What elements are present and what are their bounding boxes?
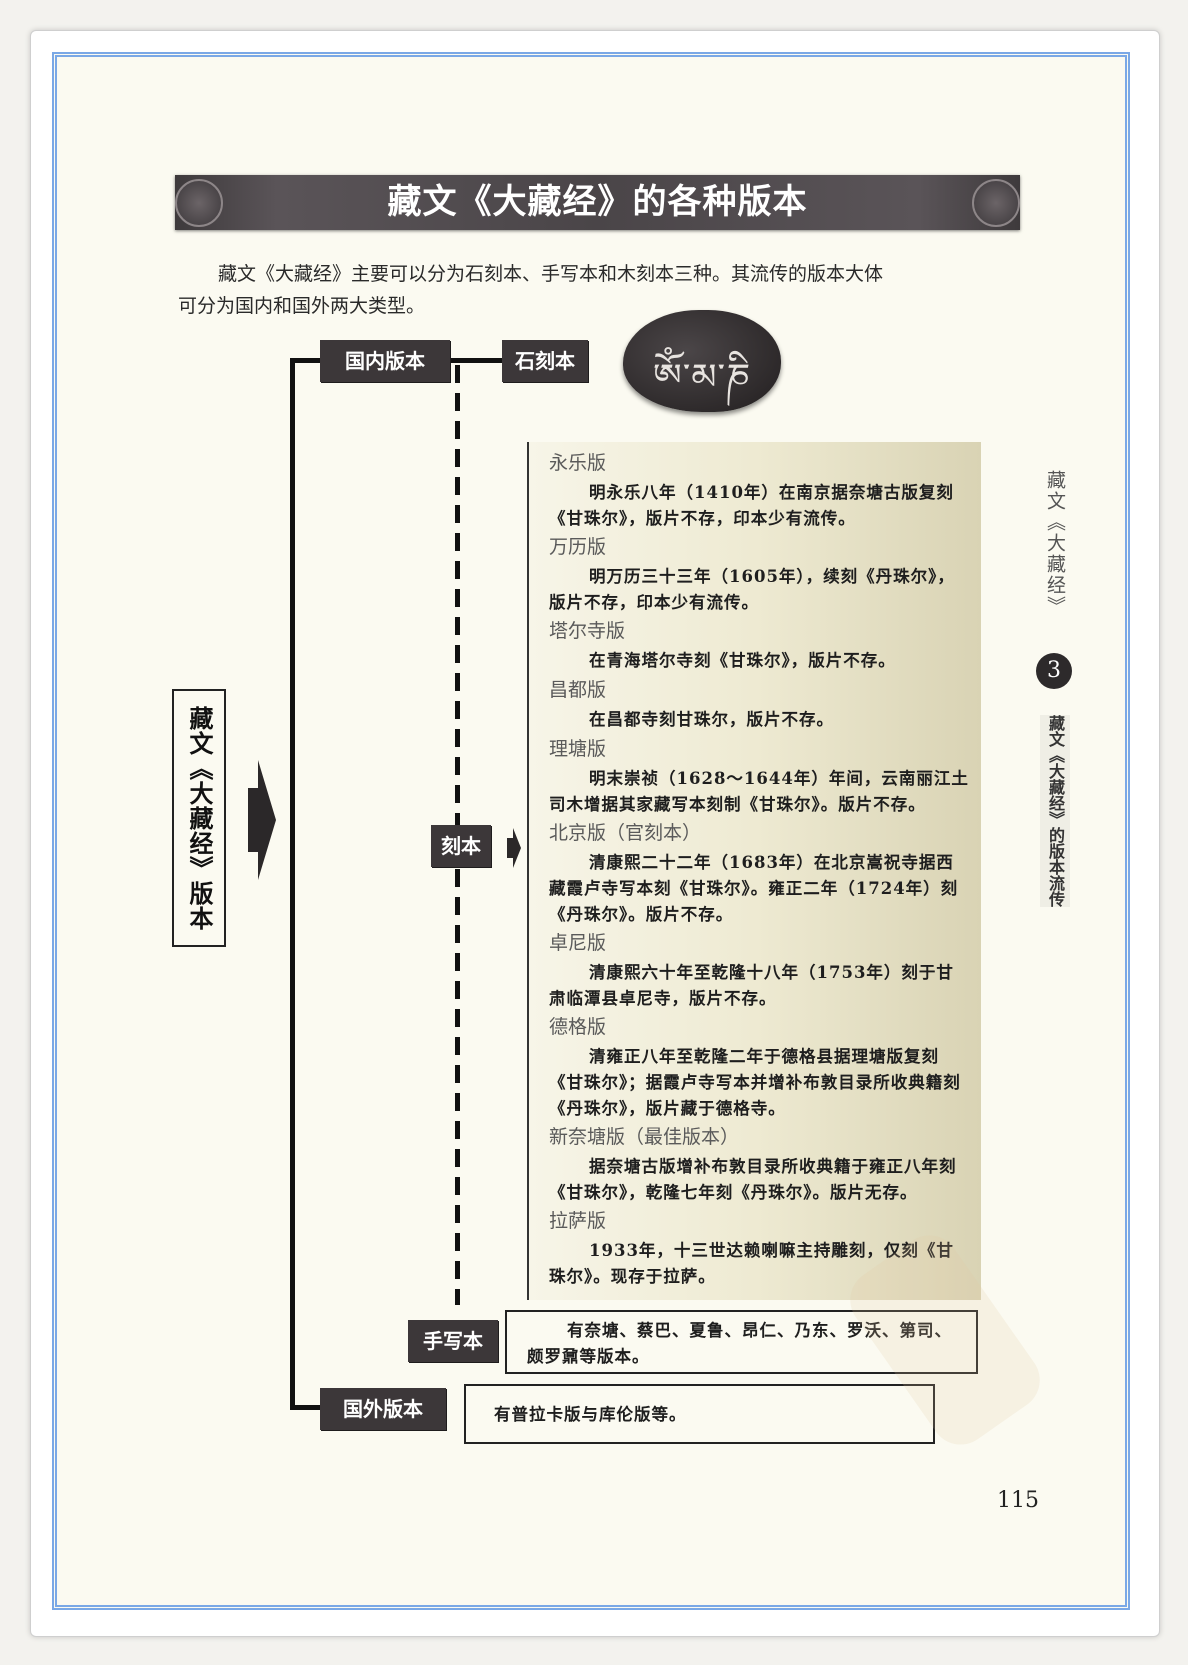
edition-item: 北京版（官刻本） 清康熙二十二年（1683年）在北京嵩祝寺据西藏霞卢寺写本刻《甘… bbox=[549, 820, 969, 928]
edition-desc: 在青海塔尔寺刻《甘珠尔》，版片不存。 bbox=[589, 651, 896, 670]
edition-desc: 明万历三十三年（1605年），续刻《丹珠尔》，版片不存，印本少有流传。 bbox=[549, 567, 955, 612]
intro-line-2: 可分为国内和国外两大类型。 bbox=[178, 295, 426, 317]
label-stone-edition: 石刻本 bbox=[502, 340, 588, 382]
root-label-box: 藏文《大藏经》版本 bbox=[172, 689, 226, 947]
intro-paragraph: 藏文《大藏经》主要可以分为石刻本、手写本和木刻本三种。其流传的版本大体 可分为国… bbox=[178, 258, 1008, 322]
woodblock-editions-panel: 永乐版 明永乐八年（1410年）在南京据奈塘古版复刻《甘珠尔》，版片不存，印本少… bbox=[527, 442, 981, 1300]
edition-item: 卓尼版 清康熙六十年至乾隆十八年（1753年）刻于甘肃临潭县卓尼寺，版片不存。 bbox=[549, 930, 969, 1012]
page-number: 115 bbox=[997, 1488, 1039, 1513]
edition-item: 拉萨版 1933年，十三世达赖喇嘛主持雕刻，仅刻《甘珠尔》。现存于拉萨。 bbox=[549, 1208, 969, 1290]
label-domestic-edition: 国内版本 bbox=[320, 340, 450, 382]
edition-name: 万历版 bbox=[549, 536, 607, 558]
label-manuscript-edition: 手写本 bbox=[408, 1320, 498, 1362]
edition-item: 德格版 清雍正八年至乾隆二年于德格县据理塘版复刻《甘珠尔》；据霞卢寺写本并增补布… bbox=[549, 1014, 969, 1122]
edition-desc: 清康熙六十年至乾隆十八年（1753年）刻于甘肃临潭县卓尼寺，版片不存。 bbox=[549, 963, 954, 1008]
edition-name: 昌都版 bbox=[549, 679, 607, 701]
edition-desc: 据奈塘古版增补布敦目录所收典籍于雍正八年刻《甘珠尔》，乾隆七年刻《丹珠尔》。版片… bbox=[549, 1157, 957, 1202]
edition-item: 塔尔寺版 在青海塔尔寺刻《甘珠尔》，版片不存。 bbox=[549, 618, 969, 674]
banner-ornament-left-icon bbox=[175, 179, 223, 227]
root-arrow-icon bbox=[248, 760, 276, 880]
edition-name: 塔尔寺版 bbox=[549, 620, 626, 642]
woodblock-arrow-icon bbox=[507, 828, 521, 868]
page-title: 藏文《大藏经》的各种版本 bbox=[387, 182, 808, 222]
edition-name: 北京版（官刻本） bbox=[549, 822, 702, 844]
edition-desc: 清雍正八年至乾隆二年于德格县据理塘版复刻《甘珠尔》；据霞卢寺写本并增补布敦目录所… bbox=[549, 1047, 961, 1118]
manuscript-note-box: 有奈塘、蔡巴、夏鲁、昂仁、乃东、罗沃、第司、颇罗鼐等版本。 bbox=[505, 1310, 978, 1374]
edition-desc: 明末崇祯（1628～1644年）年间，云南丽江土司木增据其家藏写本刻制《甘珠尔》… bbox=[549, 769, 969, 814]
branch-line-stone bbox=[450, 358, 502, 363]
edition-name: 德格版 bbox=[549, 1016, 607, 1038]
side-chapter-title: 藏文《大藏经》的版本流传 bbox=[1040, 715, 1070, 907]
label-foreign-edition: 国外版本 bbox=[320, 1388, 446, 1430]
side-book-title: 藏文《大藏经》 bbox=[1044, 470, 1066, 617]
intro-line-1: 藏文《大藏经》主要可以分为石刻本、手写本和木刻本三种。其流传的版本大体 bbox=[218, 263, 884, 285]
edition-item: 永乐版 明永乐八年（1410年）在南京据奈塘古版复刻《甘珠尔》，版片不存，印本少… bbox=[549, 450, 969, 532]
label-woodblock-edition: 刻本 bbox=[431, 825, 491, 867]
edition-item: 新奈塘版（最佳版本） 据奈塘古版增补布敦目录所收典籍于雍正八年刻《甘珠尔》，乾隆… bbox=[549, 1124, 969, 1206]
title-banner: 藏文《大藏经》的各种版本 bbox=[175, 175, 1020, 230]
foreign-note: 有普拉卡版与库伦版等。 bbox=[494, 1405, 687, 1424]
edition-item: 理塘版 明末崇祯（1628～1644年）年间，云南丽江土司木增据其家藏写本刻制《… bbox=[549, 736, 969, 818]
edition-desc: 明永乐八年（1410年）在南京据奈塘古版复刻《甘珠尔》，版片不存，印本少有流传。 bbox=[549, 483, 954, 528]
edition-name: 拉萨版 bbox=[549, 1210, 607, 1232]
tree-trunk-line bbox=[290, 360, 295, 1410]
edition-desc: 在昌都寺刻甘珠尔，版片不存。 bbox=[589, 710, 834, 729]
edition-item: 万历版 明万历三十三年（1605年），续刻《丹珠尔》，版片不存，印本少有流传。 bbox=[549, 534, 969, 616]
edition-name: 永乐版 bbox=[549, 452, 607, 474]
edition-name: 理塘版 bbox=[549, 738, 607, 760]
stone-carving-image: ཨོཾ་མ་ཎི bbox=[623, 310, 781, 412]
edition-name: 卓尼版 bbox=[549, 932, 607, 954]
foreign-note-box: 有普拉卡版与库伦版等。 bbox=[464, 1384, 935, 1444]
edition-desc: 清康熙二十二年（1683年）在北京嵩祝寺据西藏霞卢寺写本刻《甘珠尔》。雍正二年（… bbox=[549, 853, 959, 924]
branch-line-domestic bbox=[290, 358, 320, 363]
chapter-number-badge: 3 bbox=[1036, 653, 1072, 689]
branch-line-foreign bbox=[290, 1405, 320, 1410]
banner-ornament-right-icon bbox=[972, 179, 1020, 227]
edition-name: 新奈塘版（最佳版本） bbox=[549, 1126, 740, 1148]
edition-desc: 1933年，十三世达赖喇嘛主持雕刻，仅刻《甘珠尔》。现存于拉萨。 bbox=[549, 1241, 954, 1286]
manuscript-note: 有奈塘、蔡巴、夏鲁、昂仁、乃东、罗沃、第司、颇罗鼐等版本。 bbox=[527, 1321, 952, 1366]
edition-item: 昌都版 在昌都寺刻甘珠尔，版片不存。 bbox=[549, 677, 969, 733]
stone-inscription: ཨོཾ་མ་ཎི bbox=[652, 357, 752, 398]
